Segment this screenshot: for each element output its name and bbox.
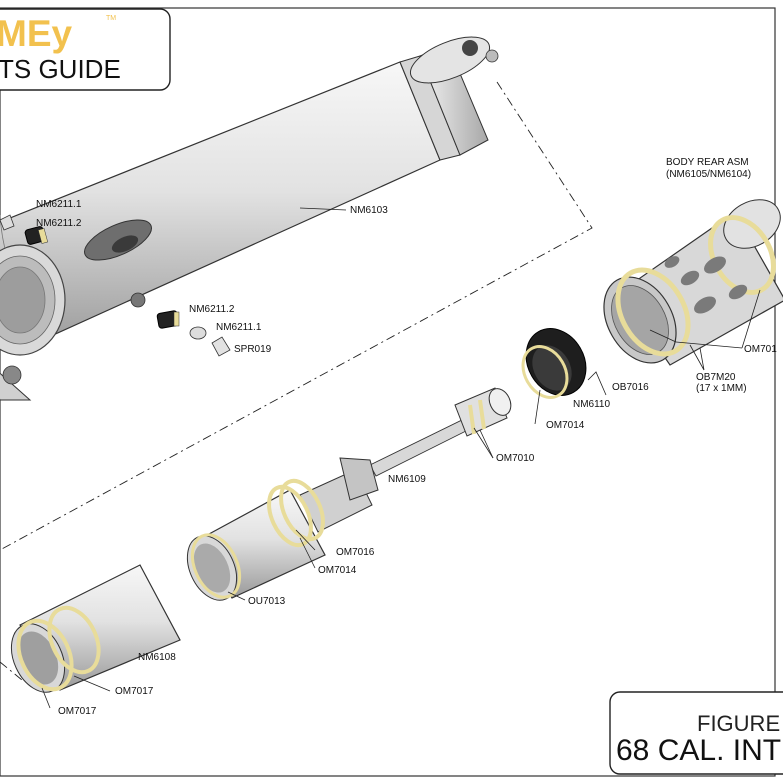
label-nm6109: NM6109 <box>388 474 426 485</box>
detent-parts-mid <box>156 310 231 357</box>
figure-title-box: FIGURE 68 CAL. INTE <box>609 691 783 775</box>
label-nm6211-1-mid: NM6211.1 <box>216 322 262 333</box>
label-nm6103: NM6103 <box>350 205 388 216</box>
header-box: MEy TM TS GUIDE <box>0 8 171 91</box>
label-ob7016: OB7016 <box>612 382 649 393</box>
label-nm6211-2-top: NM6211.2 <box>36 218 82 229</box>
label-om7017-b: OM7017 <box>58 706 97 717</box>
front-sleeve-nm6108 <box>10 564 181 693</box>
valve-poppet-nm6109 <box>299 387 512 533</box>
sleeve-ou7013 <box>186 478 326 601</box>
guide-title: TS GUIDE <box>0 54 121 84</box>
label-om701: OM701 <box>744 344 777 355</box>
assembly-guide-lines <box>0 81 593 681</box>
label-spr019: SPR019 <box>234 344 272 355</box>
main-body-tube <box>0 36 499 401</box>
retaining-ring-nm6110 <box>521 328 587 399</box>
trademark-mark: TM <box>106 15 116 22</box>
assembly-title: BODY REAR ASM <box>666 157 749 168</box>
label-om7014-mid: OM7014 <box>318 565 357 576</box>
label-om7017-a: OM7017 <box>115 686 154 697</box>
label-nm6211-1-top: NM6211.1 <box>36 199 82 210</box>
label-nm6108: NM6108 <box>138 652 176 663</box>
figure-label: FIGURE <box>697 711 780 736</box>
page-border <box>0 7 776 777</box>
part-labels: NM6103 NM6211.1 NM6211.2 NM6211.2 NM6211… <box>36 157 777 717</box>
detent-parts-top <box>0 214 49 245</box>
label-ob7m20: OB7M20 <box>696 372 736 383</box>
body-rear-assembly <box>603 199 783 366</box>
leader-lines <box>41 207 761 709</box>
label-ob7m20-spec: (17 x 1MM) <box>696 383 747 394</box>
brand-logo: MEy <box>0 13 73 54</box>
label-om7016: OM7016 <box>336 547 375 558</box>
label-ou7013: OU7013 <box>248 596 286 607</box>
label-nm6211-2-mid: NM6211.2 <box>189 304 235 315</box>
label-om7010: OM7010 <box>496 453 535 464</box>
label-nm6110: NM6110 <box>573 399 610 410</box>
label-om7014-top: OM7014 <box>546 420 585 431</box>
figure-caption: 68 CAL. INTE <box>616 734 783 767</box>
assembly-part-numbers: (NM6105/NM6104) <box>666 169 751 180</box>
